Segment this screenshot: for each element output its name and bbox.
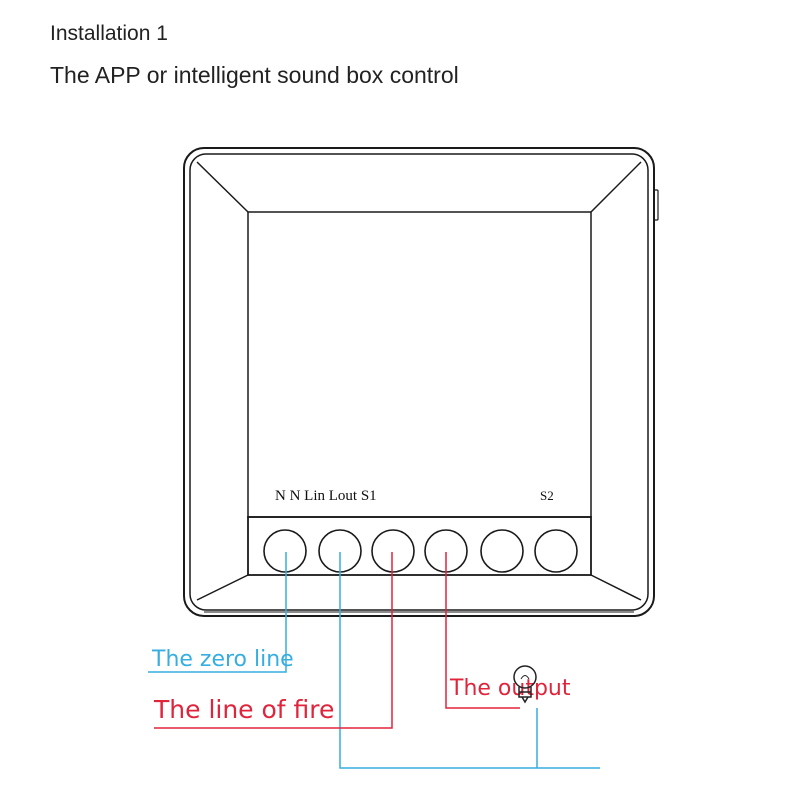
device-outer-inner-edge — [189, 153, 649, 611]
terminal-labels: N N Lin Lout S1 — [275, 488, 377, 504]
page-subtitle: The APP or intelligent sound box control — [50, 62, 459, 88]
switch-device — [183, 147, 659, 617]
device-outer-frame — [183, 147, 655, 617]
bevel-top-right — [590, 161, 642, 213]
bevel-top-left — [196, 161, 249, 213]
terminal-row — [263, 529, 578, 573]
page-title: Installation 1 — [50, 22, 168, 45]
terminal-block — [247, 516, 592, 576]
light-bulb-icon — [513, 665, 537, 704]
bevel-bottom-left — [196, 574, 249, 601]
device-front-panel — [247, 211, 592, 518]
terminal-screw — [534, 529, 578, 573]
zero-line-wires — [148, 552, 600, 769]
s2-label: S2 — [540, 488, 554, 503]
output-label: The output — [449, 676, 571, 701]
bevel-bottom-right — [590, 574, 642, 601]
fire-line-label: The line of fire — [153, 695, 334, 724]
terminal-screw — [480, 529, 524, 573]
side-button — [653, 189, 659, 221]
fire-line-wire — [154, 552, 393, 729]
zero-line-label: The zero line — [151, 647, 294, 672]
terminal-screw — [371, 529, 415, 573]
output-wire — [445, 552, 520, 709]
terminal-screw — [263, 529, 307, 573]
